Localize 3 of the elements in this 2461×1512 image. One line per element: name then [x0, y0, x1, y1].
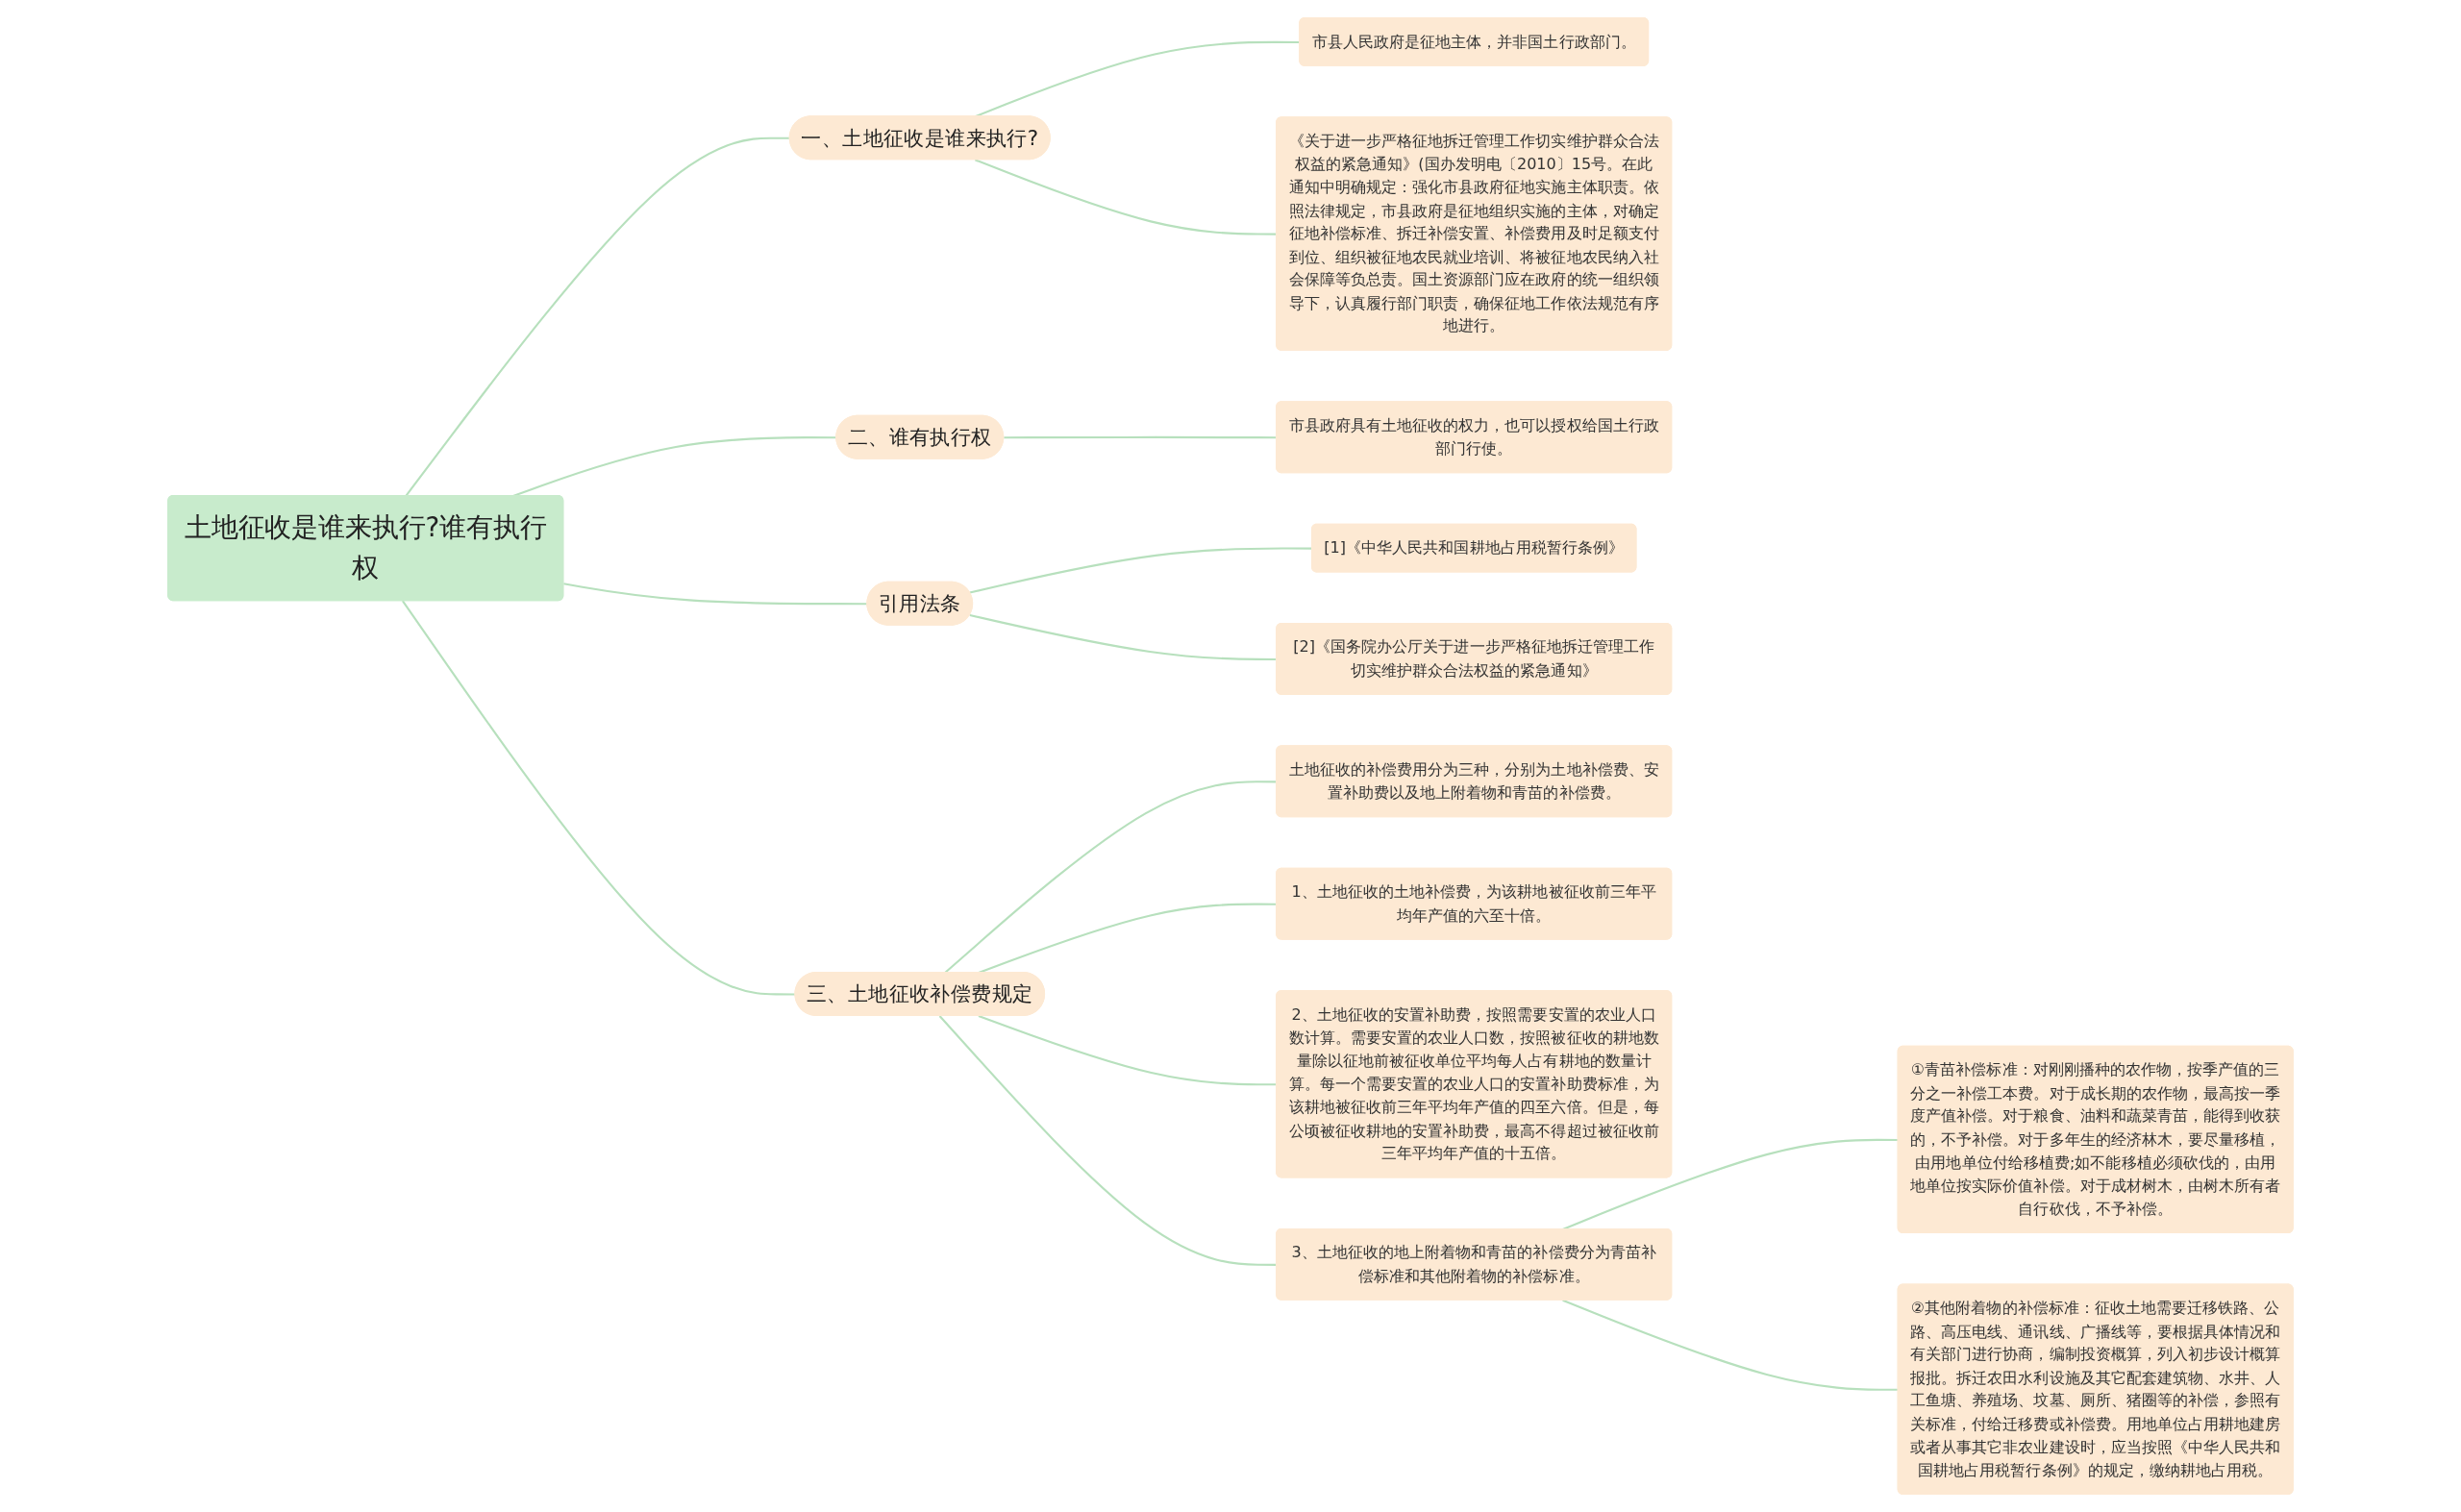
- connector: [1562, 1138, 1899, 1230]
- connector: [405, 136, 790, 497]
- connector: [1562, 1299, 1899, 1391]
